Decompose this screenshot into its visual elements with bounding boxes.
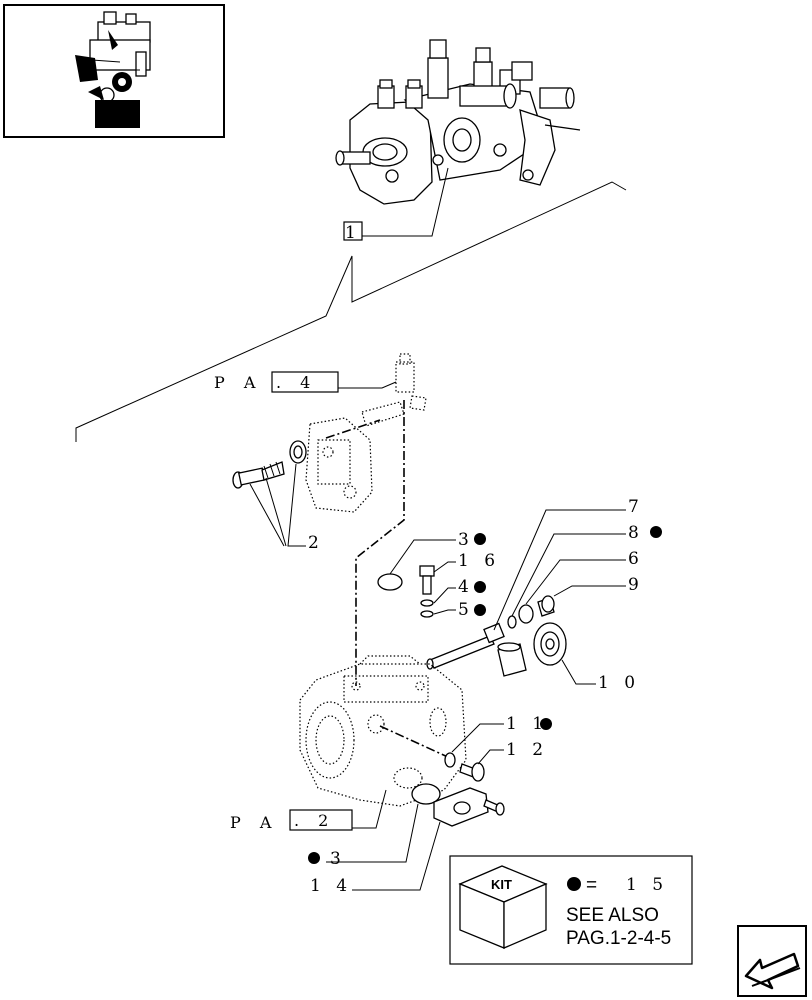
next-page-arrow-icon[interactable]: [737, 925, 807, 997]
pag-ref-top-box[interactable]: [271, 371, 339, 393]
bolt-centerline: [379, 725, 451, 759]
callout-9: 9: [628, 575, 644, 595]
o-ring-part-4: [420, 599, 434, 607]
kit-legend-marker: [567, 877, 581, 891]
valve-part-16: [419, 565, 435, 595]
bearing-part-10: [533, 622, 567, 666]
callout-5: 5: [458, 600, 474, 620]
kit-marker-5: [474, 604, 486, 616]
shaft-centerline: [325, 419, 381, 439]
reference-box-1: [343, 221, 363, 241]
pag-ref-bottom-box[interactable]: [289, 809, 353, 831]
pag-ref-bottom-num: . 2: [294, 811, 335, 830]
kit-marker-3b: [308, 852, 320, 864]
pump-housing: [299, 655, 467, 807]
cover-plate-part-14: [433, 787, 489, 827]
see-also-pages: PAG.1-2-4-5: [566, 928, 671, 949]
callout-3: 3: [458, 530, 474, 550]
part-2-group: [232, 440, 307, 489]
pag-ref-bottom-prefix: P A G: [230, 813, 310, 832]
engine-thumbnail-icon[interactable]: [3, 4, 225, 138]
o-ring-part-8: [507, 615, 517, 629]
callout-2: 2: [308, 533, 324, 553]
see-also-label: SEE ALSO: [566, 905, 659, 926]
kit-marker-3: [474, 533, 486, 545]
cap-plug-part-3: [377, 573, 403, 591]
kit-equals: =: [586, 875, 597, 896]
kit-box-icon: KIT: [458, 865, 548, 949]
callout-ref-1: 1: [345, 223, 361, 243]
bushing-part-9: [537, 595, 555, 617]
callout-16: 1 6: [458, 551, 500, 571]
kit-legend-box: KIT = 1 5 SEE ALSO PAG.1-2-4-5: [449, 855, 693, 965]
o-ring-part-3b: [411, 783, 441, 805]
sleeve-part: [497, 642, 527, 677]
callout-6: 6: [628, 549, 644, 569]
bolt-part-12: [459, 762, 485, 782]
pag-ref-top-prefix: P A G: [214, 373, 294, 392]
callout-10: 1 0: [598, 673, 640, 693]
washer-part-11: [444, 752, 456, 768]
seal-ring-part-6: [518, 604, 534, 624]
callout-8: 8: [628, 523, 644, 543]
o-ring-part-5: [420, 610, 434, 618]
injection-pump-assembly: [335, 39, 581, 205]
callout-11: 1 1: [506, 714, 548, 734]
kit-number: 1 5: [626, 875, 668, 895]
kit-icon-label: KIT: [491, 877, 512, 892]
kit-marker-4: [474, 581, 486, 593]
kit-marker-11: [540, 718, 552, 730]
shaft-part-7: [426, 622, 505, 670]
callout-14: 1 4: [310, 876, 352, 896]
callout-12: 1 2: [506, 740, 548, 760]
section-break-line: [75, 181, 627, 442]
callout-7: 7: [628, 497, 644, 517]
screw-part: [483, 799, 505, 816]
linkage-centerline: [355, 400, 405, 686]
callout-4: 4: [458, 577, 474, 597]
callout-3b: 3: [330, 849, 346, 869]
kit-marker-8: [650, 526, 662, 538]
pag-ref-top-num: . 4: [276, 373, 317, 392]
